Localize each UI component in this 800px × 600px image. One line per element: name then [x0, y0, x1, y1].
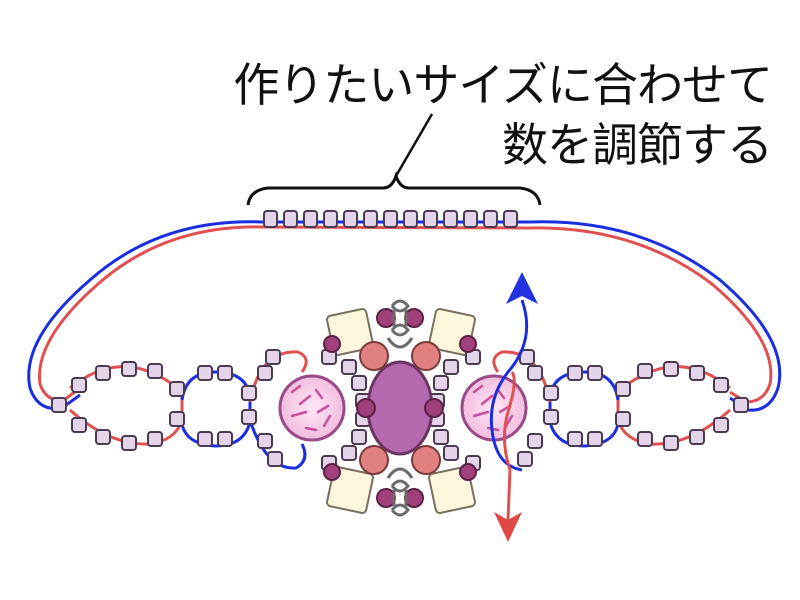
thread-blue-outer	[27, 220, 263, 411]
pale-bead	[326, 466, 374, 514]
thread-red-right-pass	[503, 371, 516, 521]
coral-bead	[411, 445, 441, 475]
center-stone	[366, 360, 434, 456]
thread-blue-right-pass	[489, 299, 529, 472]
thread-right-loop-red	[616, 365, 732, 446]
bracket	[246, 171, 542, 206]
thread-red-outer-right	[529, 226, 773, 404]
coral-bead	[359, 341, 389, 371]
top-bead-row	[263, 210, 518, 228]
thread-red-outer	[37, 225, 263, 402]
arrow-down-icon	[494, 512, 522, 542]
thread-blue-outer-right	[529, 220, 782, 412]
left-loop-beads	[51, 349, 283, 467]
annotation-line-1: 作りたいサイズに合わせて	[233, 58, 773, 112]
arrow-up-icon	[506, 272, 538, 304]
coral-bead	[411, 341, 441, 371]
central-motif	[278, 299, 528, 517]
right-loop-beads	[517, 349, 749, 467]
thread-left-loop-blue	[180, 370, 252, 448]
thread-knots	[386, 299, 414, 517]
pearl-texture	[290, 384, 514, 432]
thread-right-loop-blue	[548, 370, 620, 448]
leader-line	[394, 113, 434, 177]
annotation-line-2: 数を調節する	[502, 118, 773, 172]
coral-bead	[359, 445, 389, 475]
thread-left-loop-red	[68, 365, 184, 446]
pink-pearl-left	[278, 374, 346, 442]
